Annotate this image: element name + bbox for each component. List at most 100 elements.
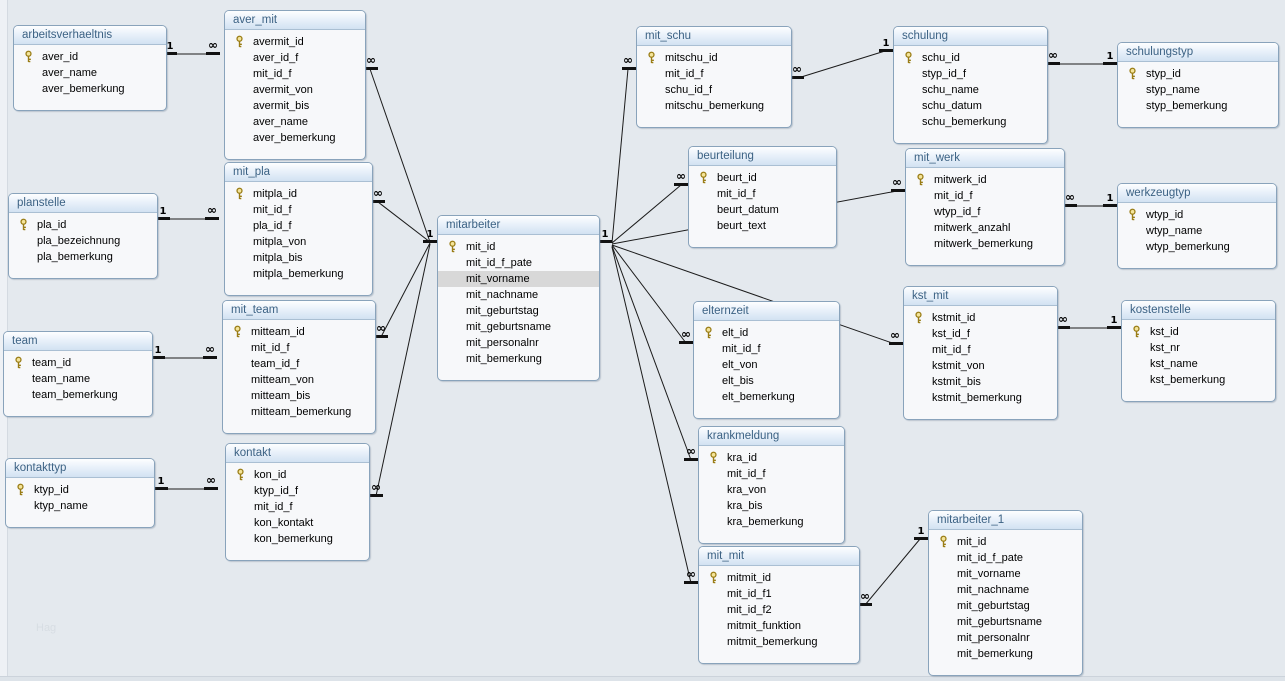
field-row[interactable]: mitteam_id [223,324,375,340]
field-row[interactable]: wtyp_id [1118,207,1276,223]
field-row[interactable]: ktyp_name [6,498,154,514]
table-title-bar[interactable]: planstelle [9,194,157,213]
field-row[interactable]: mit_bemerkung [438,351,599,367]
field-row[interactable]: mit_id_f [225,202,372,218]
field-row[interactable]: mit_nachname [929,582,1082,598]
table-title-bar[interactable]: mit_team [223,301,375,320]
field-row[interactable]: pla_id [9,217,157,233]
field-row[interactable]: mit_id_f [637,66,791,82]
table-title-bar[interactable]: arbeitsverhaeltnis [14,26,166,45]
table-title-bar[interactable]: kostenstelle [1122,301,1275,320]
field-row[interactable]: mitmit_funktion [699,618,859,634]
field-row[interactable]: beurt_id [689,170,836,186]
field-row[interactable]: kra_bemerkung [699,514,844,530]
field-row[interactable]: mitpla_id [225,186,372,202]
field-row[interactable]: mit_id [929,534,1082,550]
field-row[interactable]: mitmit_bemerkung [699,634,859,650]
field-row[interactable]: team_bemerkung [4,387,152,403]
field-row[interactable]: mit_id_f [223,340,375,356]
field-row[interactable]: mit_personalnr [438,335,599,351]
relationship-line[interactable] [611,68,629,244]
field-row[interactable]: beurt_text [689,218,836,234]
field-row[interactable]: kst_bemerkung [1122,372,1275,388]
field-row[interactable]: mit_geburtstag [929,598,1082,614]
relationship-line[interactable] [369,68,431,243]
relationship-line[interactable] [611,245,692,461]
relationship-line[interactable] [611,184,682,244]
field-row[interactable]: mit_id_f_pate [438,255,599,271]
table-title-bar[interactable]: schulungstyp [1118,43,1278,62]
field-row[interactable]: mitschu_id [637,50,791,66]
table-title-bar[interactable]: kst_mit [904,287,1057,306]
field-row[interactable]: elt_bemerkung [694,389,839,405]
field-row[interactable]: mit_geburtsname [438,319,599,335]
table-title-bar[interactable]: aver_mit [225,11,365,30]
field-row[interactable]: styp_bemerkung [1118,98,1278,114]
field-row[interactable]: kstmit_bis [904,374,1057,390]
field-row[interactable]: mit_id_f [904,342,1057,358]
relationship-line[interactable] [375,243,431,497]
field-row[interactable]: mit_id_f_pate [929,550,1082,566]
field-row[interactable]: mit_bemerkung [929,646,1082,662]
table-title-bar[interactable]: mit_mit [699,547,859,566]
field-row[interactable]: schu_bemerkung [894,114,1047,130]
field-row[interactable]: mit_nachname [438,287,599,303]
field-row[interactable]: avermit_bis [225,98,365,114]
field-row[interactable]: kon_kontakt [226,515,369,531]
field-row[interactable]: mitschu_bemerkung [637,98,791,114]
field-row[interactable]: schu_id [894,50,1047,66]
field-row[interactable]: beurt_datum [689,202,836,218]
table-title-bar[interactable]: kontakt [226,444,369,463]
table-title-bar[interactable]: mitarbeiter [438,216,599,235]
field-row[interactable]: mit_id_f [699,466,844,482]
field-row[interactable]: mit_id_f [225,66,365,82]
field-row[interactable]: mit_personalnr [929,630,1082,646]
field-row[interactable]: ktyp_id [6,482,154,498]
field-row[interactable]: mitmit_id [699,570,859,586]
field-row[interactable]: kst_nr [1122,340,1275,356]
field-row[interactable]: mit_vorname [929,566,1082,582]
relationship-line[interactable] [797,50,886,79]
field-row[interactable]: mit_vorname [438,271,599,287]
table-title-bar[interactable]: mit_werk [906,149,1064,168]
field-row[interactable]: wtyp_bemerkung [1118,239,1276,255]
field-row[interactable]: mitpla_bis [225,250,372,266]
field-row[interactable]: kon_id [226,467,369,483]
field-row[interactable]: team_id_f [223,356,375,372]
field-row[interactable]: elt_id [694,325,839,341]
field-row[interactable]: mitwerk_anzahl [906,220,1064,236]
field-row[interactable]: mit_id_f [689,186,836,202]
field-row[interactable]: mitwerk_id [906,172,1064,188]
field-row[interactable]: styp_name [1118,82,1278,98]
field-row[interactable]: mit_id_f1 [699,586,859,602]
field-row[interactable]: aver_bemerkung [14,81,166,97]
relationship-line[interactable] [611,246,692,584]
field-row[interactable]: pla_id_f [225,218,372,234]
table-title-bar[interactable]: mitarbeiter_1 [929,511,1082,530]
field-row[interactable]: aver_bemerkung [225,130,365,146]
field-row[interactable]: schu_datum [894,98,1047,114]
table-title-bar[interactable]: schulung [894,27,1047,46]
field-row[interactable]: aver_name [14,65,166,81]
table-title-bar[interactable]: krankmeldung [699,427,844,446]
field-row[interactable]: kon_bemerkung [226,531,369,547]
field-row[interactable]: kstmit_bemerkung [904,390,1057,406]
field-row[interactable]: mitteam_bemerkung [223,404,375,420]
table-title-bar[interactable]: werkzeugtyp [1118,184,1276,203]
field-row[interactable]: kra_von [699,482,844,498]
field-row[interactable]: mitwerk_bemerkung [906,236,1064,252]
